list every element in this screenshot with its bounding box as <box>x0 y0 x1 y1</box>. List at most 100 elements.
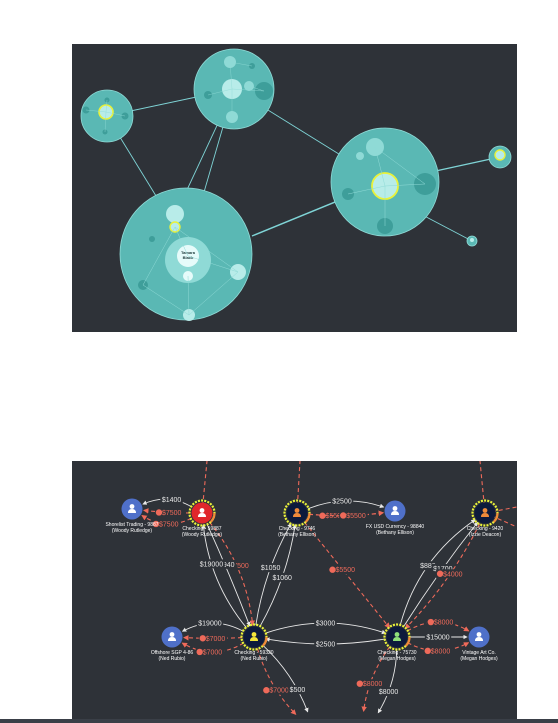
transaction-edge[interactable] <box>256 648 297 715</box>
transaction-network-panel[interactable]: $7500$7500$1400$2500$5500$5500$7500$1940… <box>72 461 517 723</box>
account-node-chk9746[interactable]: Checking - 9746(Bethany Ellison) <box>278 499 316 539</box>
edge-label-bg <box>222 560 251 570</box>
node-label: FX USD Currency - 98840 <box>366 524 425 530</box>
node-sublabel: (Woody Rutledge) <box>112 528 153 534</box>
edge-label: $2500 <box>330 496 354 506</box>
cluster-node[interactable] <box>470 238 474 242</box>
edge-amount: $1400 <box>162 497 182 504</box>
edges-layer: $7500$7500$1400$2500$5500$5500$7500$1940… <box>141 461 517 715</box>
node-sublabel: (Woody Rutledge) <box>182 532 223 538</box>
transaction-edge[interactable] <box>255 522 292 626</box>
edge-amount: $8000 <box>363 681 383 688</box>
cluster-node[interactable] <box>149 236 155 242</box>
edge-label-bg <box>160 495 183 505</box>
edge-label-bg <box>259 563 282 573</box>
edge-label: $19000 <box>196 618 224 628</box>
alert-icon <box>424 647 431 655</box>
account-node-chk7573[interactable]: Checking - 75730(Megan Hodges) <box>377 623 417 663</box>
edge-label: $5500 <box>339 510 368 520</box>
edge-amount: $7000 <box>269 688 289 695</box>
account-node-chk9420[interactable]: Checking - 9420(Izzie Deacon) <box>467 499 504 539</box>
transaction-edge[interactable] <box>181 642 244 653</box>
transaction-edge[interactable] <box>262 644 309 713</box>
edge-label-bg <box>213 559 237 569</box>
cluster-far-right[interactable] <box>488 145 512 169</box>
person-icon <box>198 508 206 517</box>
transaction-network-graph[interactable]: $7500$7500$1400$2500$5500$5500$7500$1940… <box>72 461 517 723</box>
edge-label-bg <box>339 510 368 520</box>
account-node-offshore[interactable]: Offshore SGP 4-86(Ned Rubio) <box>151 626 194 663</box>
alert-icon <box>340 512 347 519</box>
edge-amount: $2500 <box>332 499 352 506</box>
transaction-edge[interactable] <box>201 524 247 629</box>
node-label: Vintage Art Co. <box>462 650 496 656</box>
edge-label: $15000 <box>424 632 452 642</box>
edge-amount: $1050 <box>261 565 281 572</box>
edge-amount: $8000 <box>431 648 451 655</box>
edge-label-bg <box>314 618 337 628</box>
cluster-main[interactable]: Tamara Black <box>119 187 253 321</box>
cluster-top[interactable] <box>193 48 275 130</box>
node-sublabel: (Ned Rubio) <box>159 656 186 662</box>
edge-label-bg <box>314 639 337 649</box>
edge-label-bg <box>426 617 456 627</box>
edge-amount: $8000 <box>434 620 454 627</box>
alert-icon <box>199 635 206 642</box>
alert-icon <box>319 512 326 519</box>
cluster-node[interactable] <box>494 149 506 161</box>
node-sublabel: (Izzie Deacon) <box>469 532 502 538</box>
transaction-edge[interactable] <box>377 648 398 714</box>
edge-label: $1940 <box>213 559 237 569</box>
edge-label: $880 <box>418 561 438 571</box>
edge-label: $19000 <box>198 559 225 569</box>
transaction-edge[interactable] <box>304 521 391 629</box>
edge-label: $1400 <box>160 495 183 505</box>
cluster-far-bottom[interactable] <box>466 235 478 247</box>
person-icon <box>391 506 399 515</box>
cluster-overview-graph[interactable]: Tamara Black <box>72 44 517 332</box>
transaction-edge[interactable] <box>361 646 391 713</box>
transaction-edge[interactable] <box>404 523 481 630</box>
edge-label-bg <box>154 507 184 517</box>
transaction-edge[interactable] <box>206 523 251 627</box>
edge-label: $7000 <box>195 647 225 657</box>
nodes-layer: Shorelist Trading - 9887(Woody Rutledge)… <box>105 498 504 663</box>
edge-amount: $500 <box>290 687 306 694</box>
cluster-left[interactable] <box>80 89 134 143</box>
alert-icon <box>427 618 435 626</box>
edge-label-bg <box>355 679 385 689</box>
person-icon <box>293 508 301 517</box>
cluster-right[interactable] <box>330 127 440 237</box>
edge-label: $500 <box>288 685 307 695</box>
node-label: Offshore SGP 4-86 <box>151 650 194 656</box>
cluster-node[interactable] <box>166 205 184 223</box>
node-sublabel: (Bethany Ellison) <box>376 530 414 536</box>
edge-amount: $5500 <box>325 513 345 520</box>
edge-label-bg <box>424 632 452 642</box>
alert-icon <box>436 570 444 577</box>
edge-amount: $5500 <box>346 513 366 520</box>
edge-amount: $3000 <box>316 621 336 628</box>
edge-label-bg <box>152 519 181 529</box>
edge-amount: $19000 <box>200 561 223 568</box>
account-node-chk59320[interactable]: Checking - 59320(Ned Rubio) <box>234 623 274 663</box>
account-node-shorelist[interactable]: Shorelist Trading - 9887(Woody Rutledge) <box>105 498 159 535</box>
edge-amount: $1060 <box>272 575 292 582</box>
edge-label: $3000 <box>314 618 337 628</box>
edge-label: $7000 <box>198 633 228 643</box>
account-node-vintage[interactable]: Vintage Art Co.(Megan Hodges) <box>460 626 498 663</box>
edge-amount: $880 <box>420 563 436 570</box>
node-sublabel: (Ned Rubio) <box>241 656 268 662</box>
cluster-overview-panel[interactable]: Tamara Black <box>72 44 517 332</box>
account-node-fxusd[interactable]: FX USD Currency - 98840(Bethany Ellison) <box>366 500 425 537</box>
person-icon <box>168 632 176 641</box>
account-node-chk59887[interactable]: Checking - 59887(Woody Rutledge) <box>182 499 223 539</box>
transaction-edge[interactable] <box>209 521 255 626</box>
edge-label-bg <box>196 618 224 628</box>
edge-amount: $4000 <box>443 571 463 578</box>
edge-label-bg <box>328 565 358 575</box>
cluster-node[interactable] <box>356 152 364 160</box>
edge-amount: $7000 <box>203 649 223 656</box>
edge-label: $2500 <box>314 639 337 649</box>
transaction-edge[interactable] <box>407 621 470 632</box>
